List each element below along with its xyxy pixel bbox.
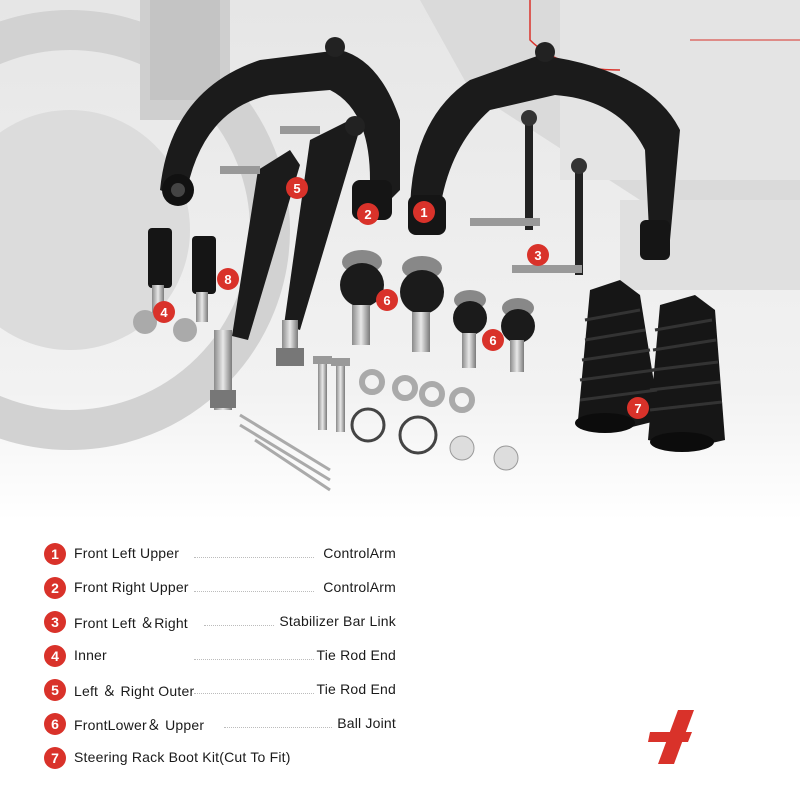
outer-tie-rod-ends [210,116,365,410]
legend-number-badge: 6 [44,713,66,735]
legend-item-type: Stabilizer Bar Link [279,613,396,629]
legend-item-label: Steering Rack Boot Kit(Cut To Fit) [74,749,291,765]
legend-number-badge: 5 [44,679,66,701]
svg-text:3: 3 [534,248,541,263]
svg-text:5: 5 [293,181,300,196]
legend-number-badge: 3 [44,611,66,633]
svg-text:7: 7 [634,401,641,416]
legend-item-label: Front Right Upper [74,579,189,595]
inner-tie-rods [133,228,216,342]
legend-item-label: Front Left ＆Right [74,615,188,631]
legend-row: 1 Front Left Upper ControlArm [44,540,404,574]
legend-item-type: Ball Joint [337,715,396,731]
steering-rack-boots [575,280,725,452]
svg-text:8: 8 [224,272,231,287]
photo-marker-6b: 6 [482,329,504,351]
leader-line [194,693,314,694]
legend-row: 3 Front Left ＆Right Stabilizer Bar Link [44,608,404,642]
svg-text:6: 6 [489,333,496,348]
svg-text:2: 2 [364,207,371,222]
legend-item-type: Tie Rod End [316,681,396,697]
stabilizer-bar-links [470,110,587,275]
legend-row: 6 FrontLower＆ Upper Ball Joint [44,710,404,744]
legend-number-badge: 4 [44,645,66,667]
photo-marker-6a: 6 [376,289,398,311]
brand-logo-icon [648,710,694,764]
leader-line [224,727,332,728]
photo-marker-3: 3 [527,244,549,266]
svg-text:4: 4 [160,305,168,320]
leader-line [194,591,314,592]
legend-number-badge: 2 [44,577,66,599]
legend-number-badge: 1 [44,543,66,565]
photo-marker-5: 5 [286,177,308,199]
photo-marker-7: 7 [627,397,649,419]
legend-number-badge: 7 [44,747,66,769]
leader-line [194,557,314,558]
legend-item-label: Inner [74,647,107,663]
legend-item-type: ControlArm [323,579,396,595]
leader-line [194,659,314,660]
legend-row: 2 Front Right Upper ControlArm [44,574,404,608]
legend-item-label: Front Left Upper [74,545,180,561]
legend-item-label: Left ＆ Right Outer [74,683,195,699]
legend-row: 7 Steering Rack Boot Kit(Cut To Fit) [44,744,404,778]
legend-item-type: ControlArm [323,545,396,561]
legend-item-type: Tie Rod End [316,647,396,663]
svg-text:6: 6 [383,293,390,308]
photo-marker-1: 1 [413,201,435,223]
svg-text:1: 1 [420,205,427,220]
photo-marker-8: 8 [217,268,239,290]
product-photo: 1 2 3 4 5 6 6 7 8 [0,0,800,520]
legend-row: 4 Inner Tie Rod End [44,642,404,676]
ball-joints [340,250,535,372]
parts-legend: 1 Front Left Upper ControlArm 2 Front Ri… [44,540,404,778]
legend-item-label: FrontLower＆ Upper [74,717,205,733]
legend-row: 5 Left ＆ Right Outer Tie Rod End [44,676,404,710]
photo-marker-4: 4 [153,301,175,323]
hardware [239,356,519,492]
photo-marker-2: 2 [357,203,379,225]
leader-line [204,625,274,626]
